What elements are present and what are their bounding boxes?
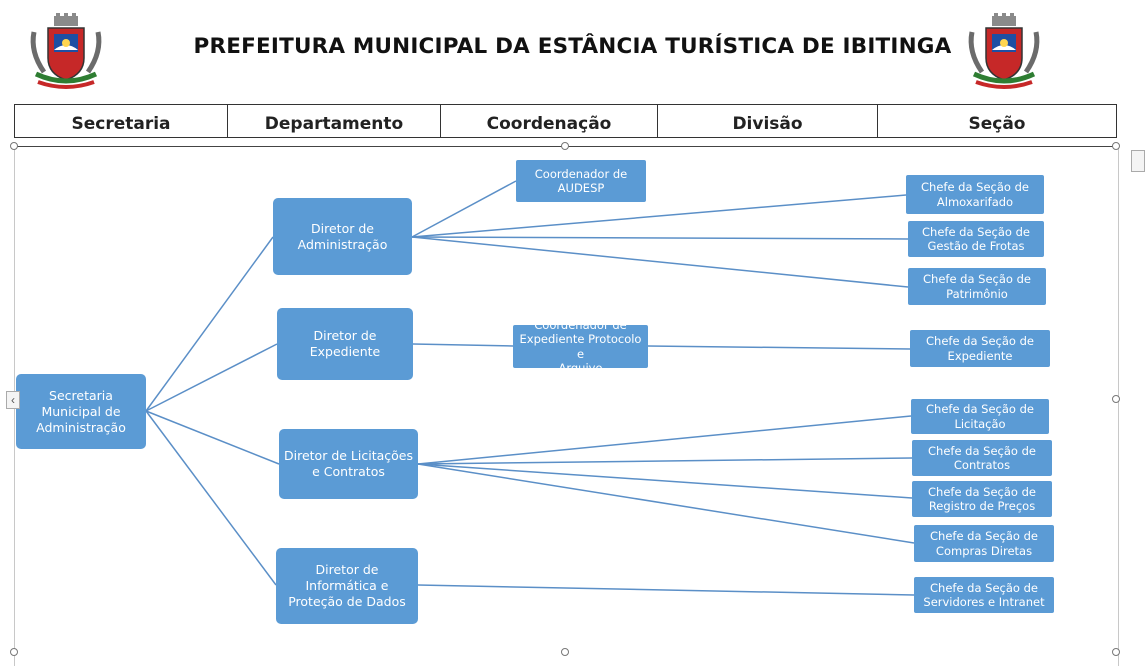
resize-handle-middle-right[interactable] (1112, 395, 1120, 403)
node-secao-expediente[interactable]: Chefe da Seção de Expediente (910, 330, 1050, 367)
text-pane-toggle-icon[interactable]: ‹ (6, 391, 20, 409)
node-coordenador-audesp[interactable]: Coordenador de AUDESP (516, 160, 646, 202)
edge-admin-audesp (411, 180, 517, 238)
edge-secretaria-informatica (145, 410, 277, 586)
edge-admin-patrimonio (411, 236, 909, 288)
node-secao-compras-diretas[interactable]: Chefe da Seção de Compras Diretas (914, 525, 1054, 562)
edge-coord-sec-expediente (647, 345, 911, 350)
node-secao-almoxarifado[interactable]: Chefe da Seção de Almoxarifado (906, 175, 1044, 214)
resize-handle-bottom-left[interactable] (10, 648, 18, 656)
edge-admin-almoxarifado (411, 194, 907, 238)
edge-licitacoes-compras (417, 463, 915, 544)
layout-options-icon[interactable] (1131, 150, 1145, 172)
edge-secretaria-admin (145, 236, 274, 412)
edge-secretaria-expediente (145, 343, 278, 412)
city-seal-left (30, 13, 102, 89)
column-header-coordenacao: Coordenação (441, 105, 658, 137)
city-seal-right (968, 13, 1040, 89)
node-secao-contratos[interactable]: Chefe da Seção de Contratos (912, 440, 1052, 476)
node-secretaria-administracao[interactable]: Secretaria Municipal de Administração (16, 374, 146, 449)
node-diretor-expediente[interactable]: Diretor de Expediente (277, 308, 413, 380)
node-secao-licitacao[interactable]: Chefe da Seção de Licitação (911, 399, 1049, 434)
resize-handle-top-right[interactable] (1112, 142, 1120, 150)
resize-handle-bottom-right[interactable] (1112, 648, 1120, 656)
node-secao-frotas[interactable]: Chefe da Seção de Gestão de Frotas (908, 221, 1044, 257)
edge-licitacoes-contratos (417, 457, 913, 465)
edge-licitacoes-licitacao (417, 415, 912, 465)
resize-handle-top-left[interactable] (10, 142, 18, 150)
column-header-departamento: Departamento (228, 105, 441, 137)
edge-licitacoes-registro (417, 463, 913, 499)
column-header-table: Secretaria Departamento Coordenação Divi… (14, 104, 1117, 138)
node-secao-servidores[interactable]: Chefe da Seção de Servidores e Intranet (914, 577, 1054, 613)
column-header-secretaria: Secretaria (15, 105, 228, 137)
node-secao-patrimonio[interactable]: Chefe da Seção de Patrimônio (908, 268, 1046, 305)
node-secao-registro-precos[interactable]: Chefe da Seção de Registro de Preços (912, 481, 1052, 517)
column-header-secao: Seção (968, 114, 1026, 134)
edge-informatica-servidores (417, 584, 915, 596)
node-coordenador-expediente[interactable]: Coordenador de Expediente Protocolo e Ar… (513, 318, 648, 375)
edge-expediente-coord (412, 343, 514, 347)
resize-handle-top-middle[interactable] (561, 142, 569, 150)
column-header-divisao: Divisão (658, 105, 878, 137)
resize-handle-bottom-middle[interactable] (561, 648, 569, 656)
edge-admin-frotas (411, 236, 909, 240)
page-title: PREFEITURA MUNICIPAL DA ESTÂNCIA TURÍSTI… (193, 34, 952, 59)
node-diretor-licitacoes[interactable]: Diretor de Licitações e Contratos (279, 429, 418, 499)
edge-secretaria-licitacoes (145, 410, 280, 465)
node-diretor-informatica[interactable]: Diretor de Informática e Proteção de Dad… (276, 548, 418, 624)
node-diretor-administracao[interactable]: Diretor de Administração (273, 198, 412, 275)
